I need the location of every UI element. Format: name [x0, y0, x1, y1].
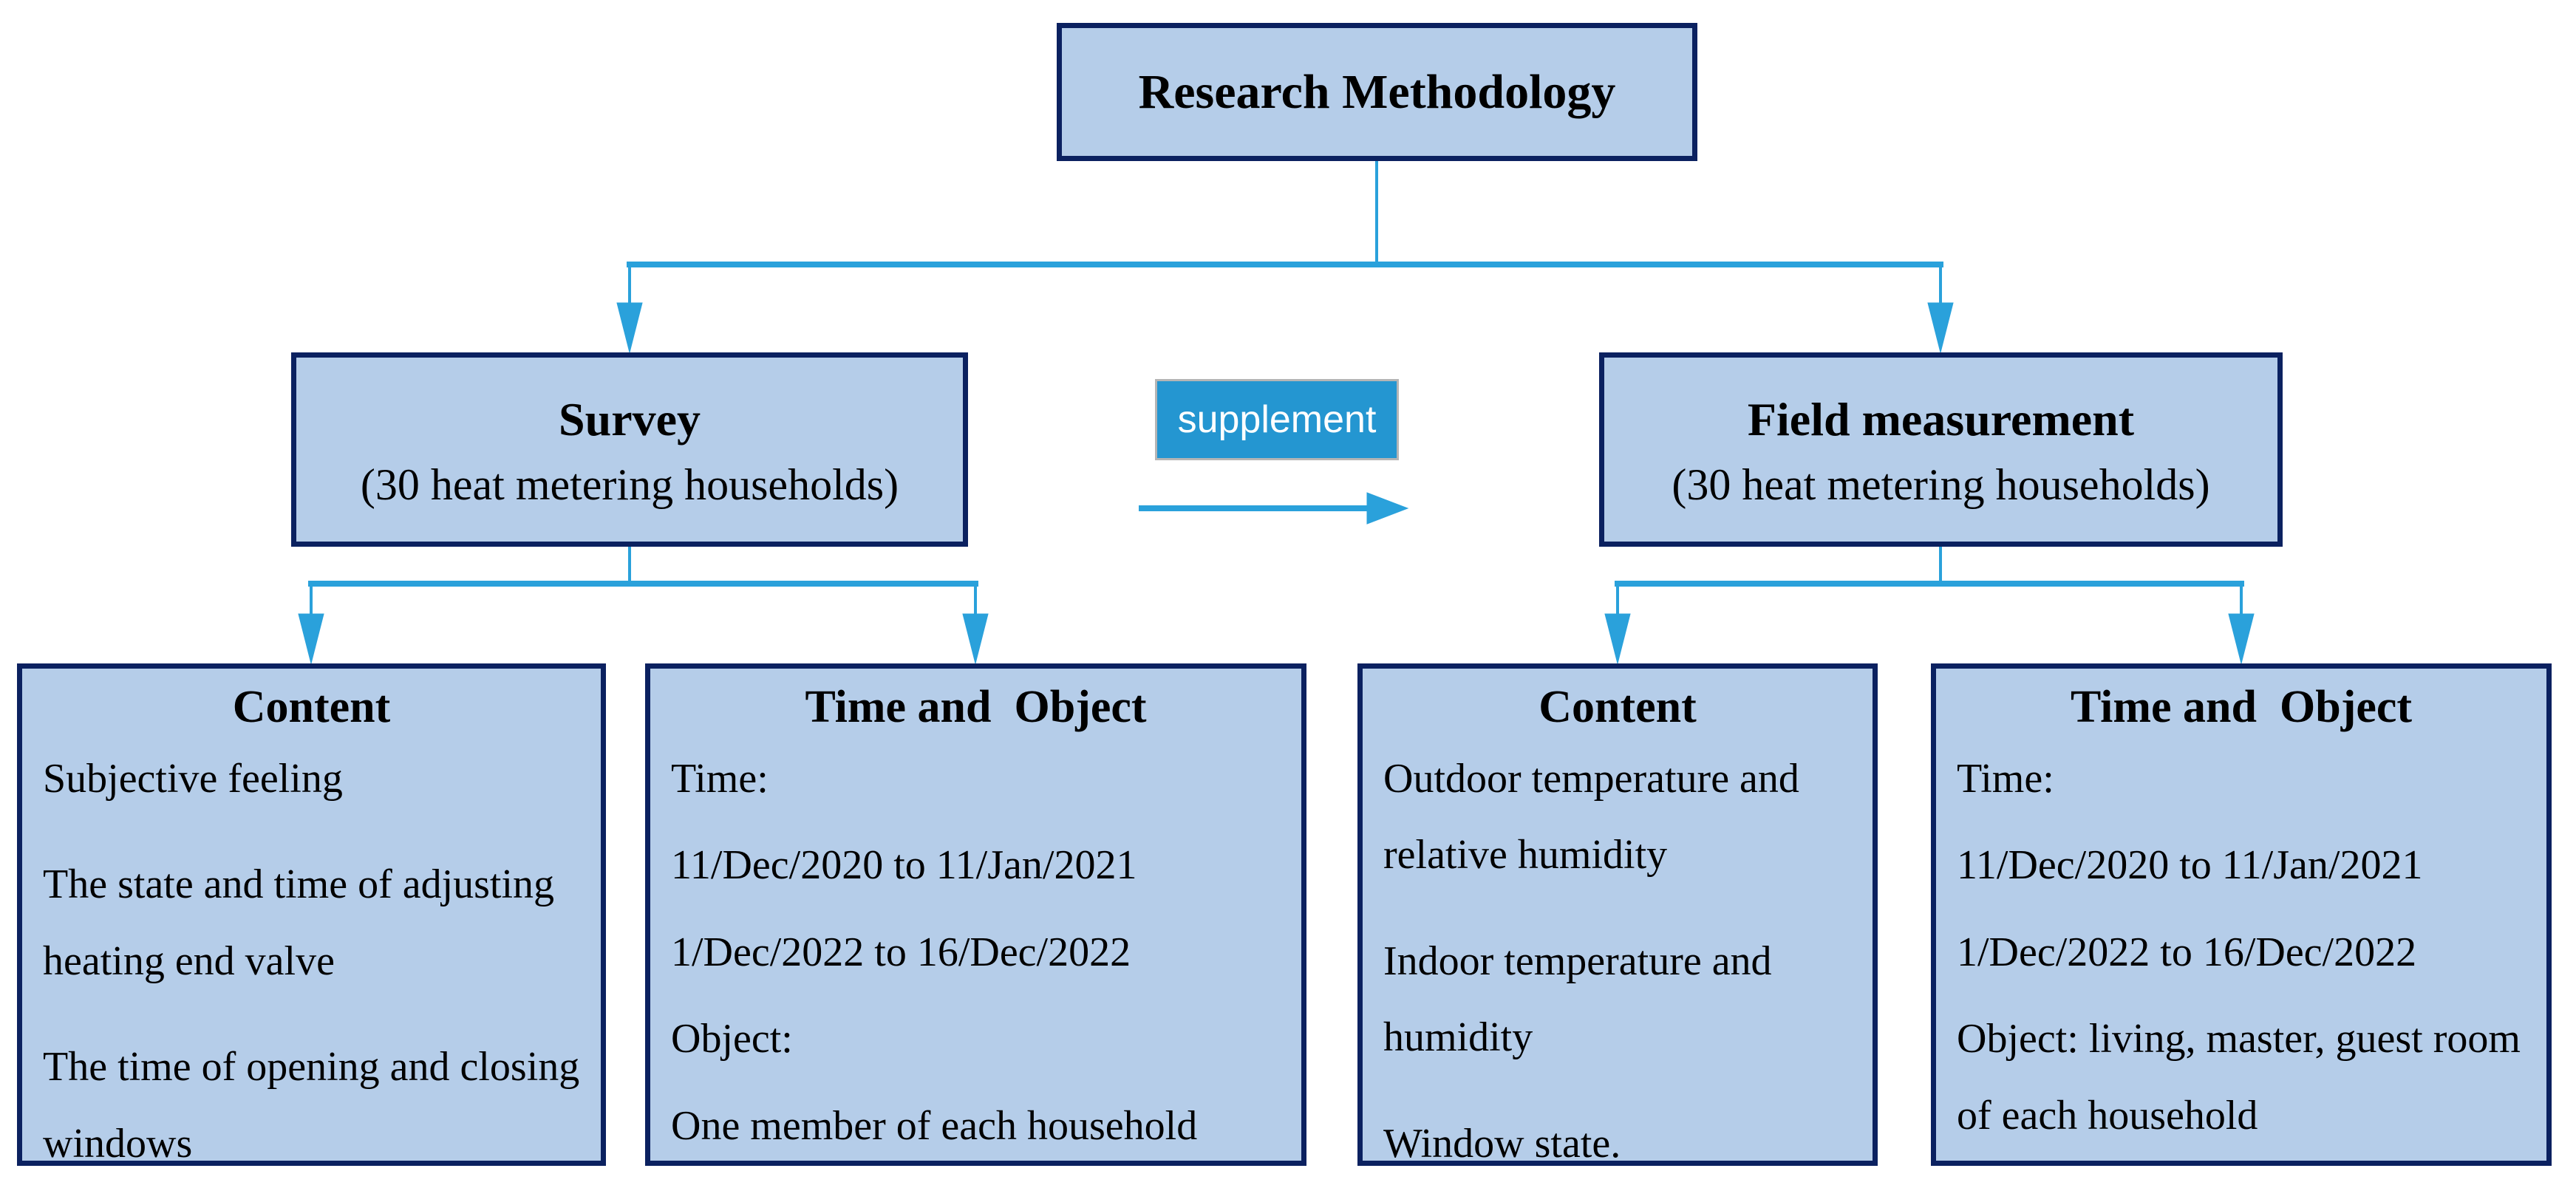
- root-node: Research Methodology: [1057, 23, 1697, 161]
- field-time-object-node: Time and Object Time: 11/Dec/2020 to 11/…: [1931, 663, 2552, 1166]
- field-content-body: Outdoor temperature and relative humidit…: [1363, 737, 1873, 1183]
- down-arrowhead: [1604, 613, 1631, 664]
- connector-field-to-children: [1604, 547, 2255, 664]
- down-arrowhead: [962, 613, 989, 664]
- down-arrowhead: [616, 302, 643, 353]
- survey-time-object-body: Time: 11/Dec/2020 to 11/Jan/2021 1/Dec/2…: [650, 737, 1301, 1165]
- survey-time-object-item: Object:: [671, 1016, 793, 1062]
- field-content-item: Window state.: [1383, 1120, 1621, 1167]
- field-content-title: Content: [1539, 682, 1697, 732]
- field-content-node: Content Outdoor temperature and relative…: [1357, 663, 1878, 1167]
- field-time-object-item: 11/Dec/2020 to 11/Jan/2021: [1957, 842, 2423, 889]
- root-title: Research Methodology: [1138, 64, 1616, 119]
- survey-time-object-title: Time and Object: [805, 682, 1147, 732]
- field-time-object-item: Object: living, master, guest room of ea…: [1957, 1016, 2521, 1138]
- survey-time-object-item: One member of each household: [671, 1102, 1198, 1149]
- survey-content-title: Content: [232, 682, 391, 732]
- down-arrowhead: [1927, 302, 1954, 353]
- connector-root-to-branches: [616, 161, 1954, 353]
- supplement-label: supplement: [1155, 379, 1399, 460]
- survey-content-body: Subjective feeling The state and time of…: [22, 737, 601, 1183]
- survey-time-object-item: 1/Dec/2022 to 16/Dec/2022: [671, 929, 1131, 975]
- field-time-object-body: Time: 11/Dec/2020 to 11/Jan/2021 1/Dec/2…: [1936, 737, 2546, 1155]
- right-arrowhead: [1366, 492, 1409, 525]
- field-measurement-subtitle: (30 heat metering households): [1672, 460, 2210, 509]
- field-time-object-item: Time:: [1957, 755, 2054, 802]
- survey-time-object-item: Time:: [671, 755, 769, 802]
- survey-content-item: The state and time of adjusting heating …: [43, 861, 555, 984]
- survey-time-object-node: Time and Object Time: 11/Dec/2020 to 11/…: [645, 663, 1306, 1166]
- field-content-item: Outdoor temperature and relative humidit…: [1383, 755, 1799, 878]
- survey-content-item: The time of opening and closing windows: [43, 1044, 580, 1167]
- survey-content-node: Content Subjective feeling The state and…: [17, 663, 606, 1167]
- survey-subtitle: (30 heat metering households): [360, 460, 899, 509]
- connector-survey-to-children: [298, 547, 989, 664]
- supplement-text: supplement: [1177, 398, 1377, 441]
- down-arrowhead: [2228, 613, 2255, 664]
- field-measurement-title: Field measurement: [1747, 393, 2135, 446]
- survey-time-object-item: 11/Dec/2020 to 11/Jan/2021: [671, 842, 1137, 889]
- field-time-object-item: 1/Dec/2022 to 16/Dec/2022: [1957, 929, 2417, 975]
- field-content-item: Indoor temperature and humidity: [1383, 938, 1772, 1061]
- survey-content-item: Subjective feeling: [43, 755, 343, 802]
- survey-node: Survey (30 heat metering households): [291, 352, 968, 547]
- field-time-object-title: Time and Object: [2070, 682, 2413, 732]
- field-measurement-node: Field measurement (30 heat metering hous…: [1599, 352, 2283, 547]
- supplement-arrow: [1139, 492, 1409, 525]
- survey-title: Survey: [559, 393, 701, 446]
- down-arrowhead: [298, 613, 324, 664]
